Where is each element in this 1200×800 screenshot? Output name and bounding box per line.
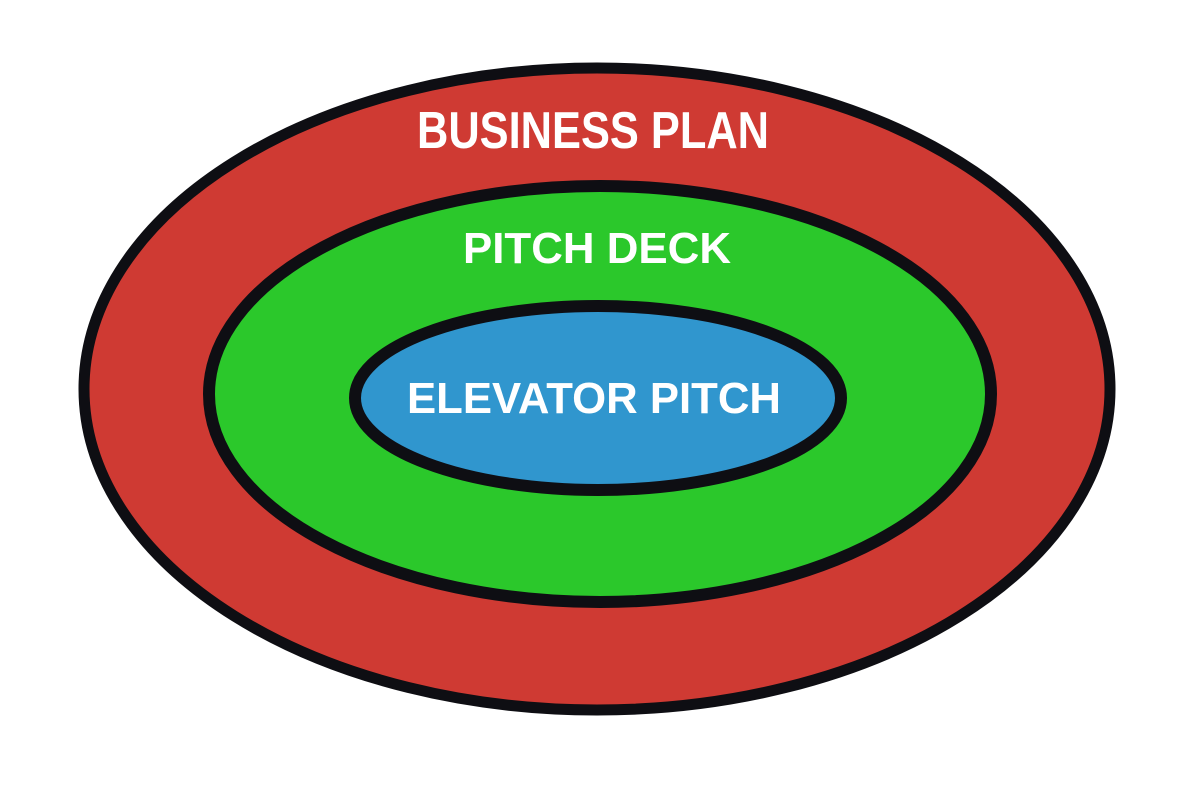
business-plan-label: BUSINESS PLAN	[417, 102, 769, 160]
pitch-deck-label: PITCH DECK	[463, 224, 731, 273]
elevator-pitch-ellipse	[349, 300, 847, 496]
elevator-pitch-label: ELEVATOR PITCH	[407, 374, 781, 423]
